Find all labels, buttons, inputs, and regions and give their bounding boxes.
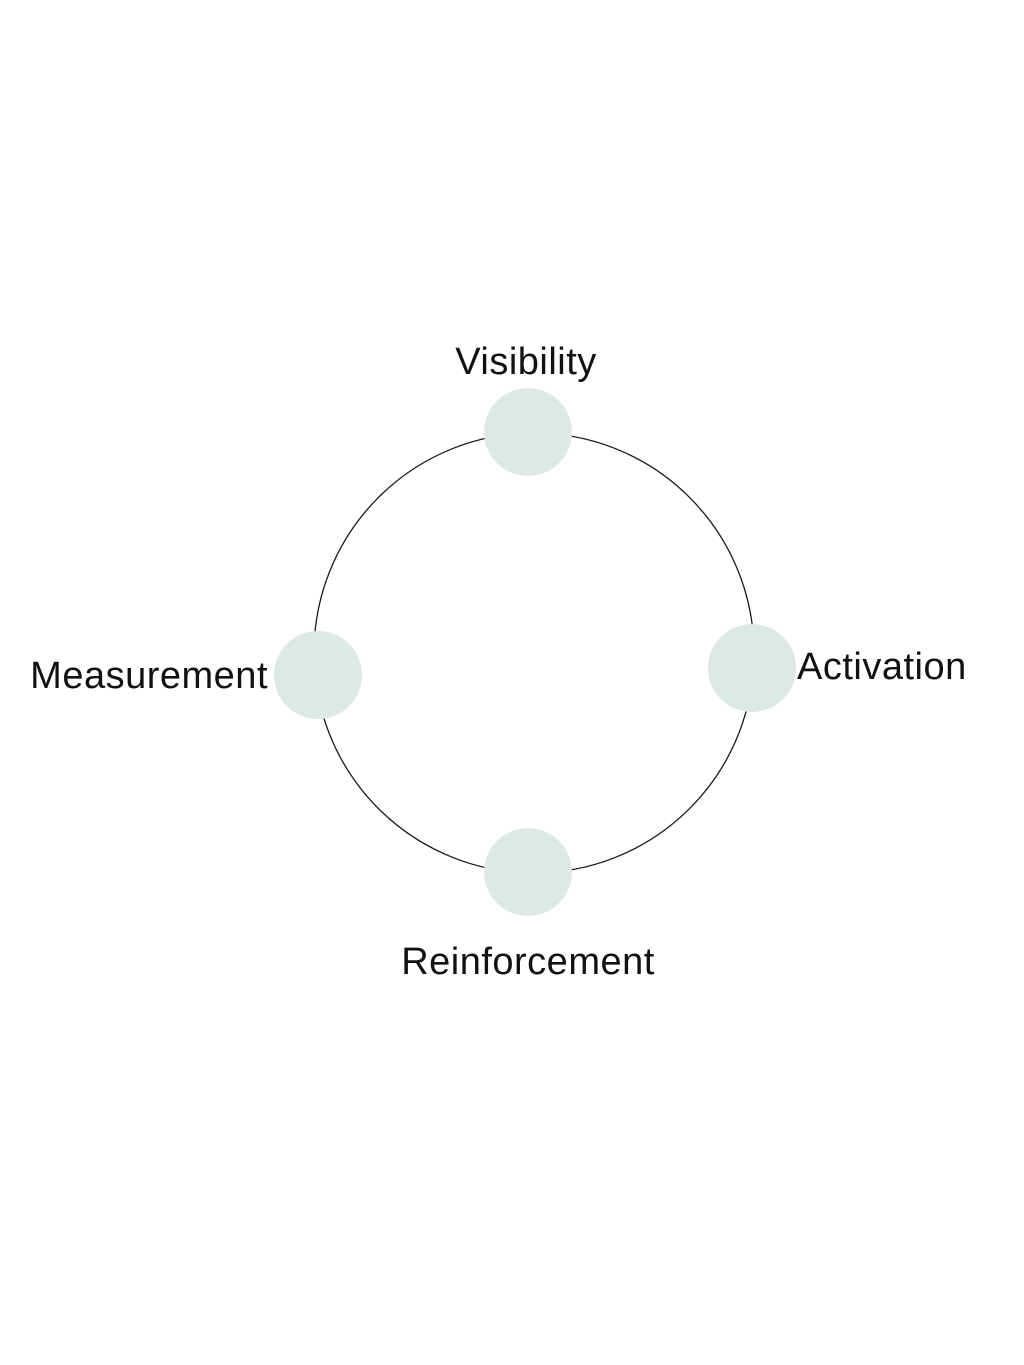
node-measurement xyxy=(274,631,362,719)
node-activation xyxy=(708,624,796,712)
label-visibility: Visibility xyxy=(455,341,597,383)
label-activation: Activation xyxy=(797,646,967,689)
label-reinforcement: Reinforcement xyxy=(401,941,655,983)
node-visibility xyxy=(484,388,572,476)
node-reinforcement xyxy=(484,828,572,916)
label-measurement: Measurement xyxy=(30,655,268,698)
